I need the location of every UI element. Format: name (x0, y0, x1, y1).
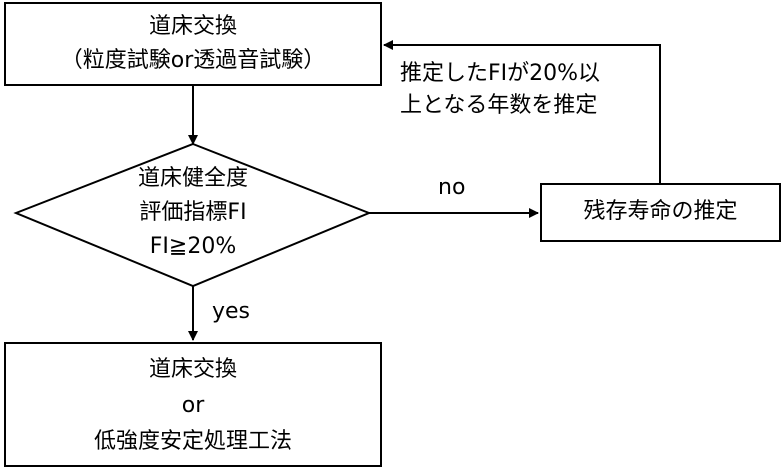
decision-line3: FI≧20% (149, 234, 237, 259)
decision-line2: 評価指標FI (139, 200, 247, 225)
life-estimation-box (540, 183, 781, 242)
decision-line1: 道床健全度 (137, 166, 248, 191)
bottom-box-line3: 低強度安定処理工法 (93, 429, 292, 454)
bottom-process-box (4, 342, 382, 467)
life-box-label: 残存寿命の推定 (583, 199, 738, 224)
no-label: no (438, 175, 466, 200)
feedback-label: 推定したFIが20%以 上となる年数を推定 (400, 58, 600, 122)
yes-label: yes (212, 299, 251, 324)
feedback-line2: 上となる年数を推定 (400, 93, 598, 118)
bottom-box-line1: 道床交換 (148, 357, 237, 382)
feedback-line1: 推定したFIが20%以 (400, 61, 601, 86)
top-process-box (4, 2, 382, 86)
top-box-text: 道床交換 （粒度試験or透過音試験） (5, 10, 381, 78)
life-box-text: 残存寿命の推定 (541, 195, 780, 229)
top-box-line2: （粒度試験or透過音試験） (60, 48, 326, 73)
bottom-box-text: 道床交換 or 低強度安定処理工法 (5, 352, 381, 460)
top-box-line1: 道床交換 (148, 14, 237, 39)
decision-text: 道床健全度 評価指標FI FI≧20% (93, 162, 293, 264)
arrow-feedback-to-top (383, 40, 661, 184)
bottom-box-line2: or (181, 393, 205, 418)
